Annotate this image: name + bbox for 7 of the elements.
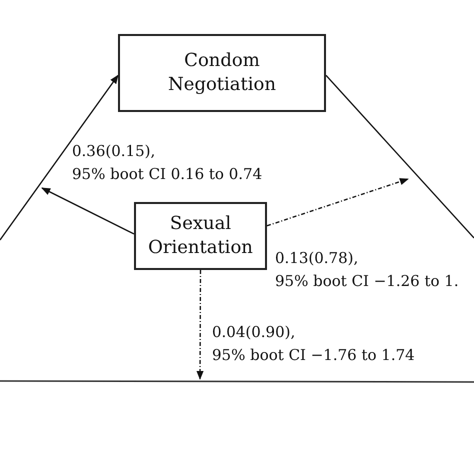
- variable-box: Sexual Orientation: [134, 202, 267, 270]
- arrow: [0, 74, 119, 240]
- arrow: [266, 178, 409, 226]
- arrow: [196, 270, 204, 380]
- connector-line: [326, 74, 474, 238]
- arrow: [41, 187, 134, 235]
- variable-box: Condom Negotiation: [118, 34, 326, 112]
